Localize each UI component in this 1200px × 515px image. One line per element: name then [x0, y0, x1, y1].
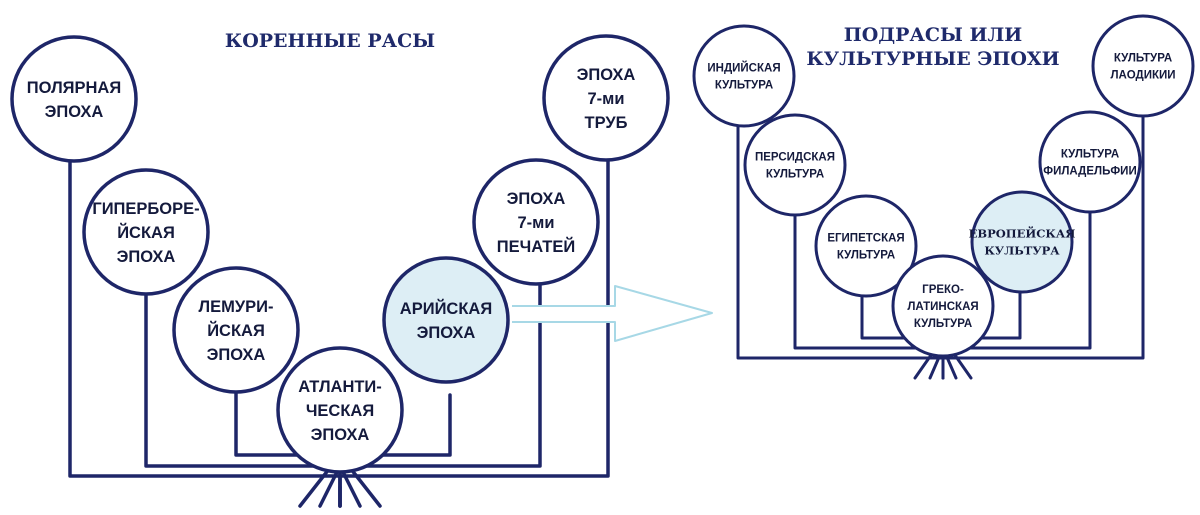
circle-aryan-epoch-label-line-1: АРИЙСКАЯ: [400, 299, 492, 318]
transition-arrow: [512, 285, 713, 342]
circle-european-culture-label-line-2: КУЛЬТУРА: [984, 244, 1060, 258]
circle-polar-epoch: ПОЛЯРНАЯ ЭПОХА: [10, 35, 138, 163]
circle-lemurian-epoch: ЛЕМУРИ- ЙСКАЯ ЭПОХА: [172, 266, 300, 394]
circle-seven-trumpets-epoch-label-line-2: 7-ми: [587, 90, 624, 108]
circle-atlantean-epoch: АТЛАНТИ- ЧЕСКАЯ ЭПОХА: [276, 346, 404, 474]
circle-european-culture-shape: [970, 190, 1074, 294]
circle-aryan-epoch: АРИЙСКАЯ ЭПОХА: [382, 256, 510, 384]
connector-feet: [298, 453, 382, 508]
circle-persian-culture: ПЕРСИДСКАЯ КУЛЬТУРА: [743, 113, 847, 217]
circle-laodicea-culture: КУЛЬТУРА ЛАОДИКИИ: [1091, 14, 1195, 118]
circle-polar-epoch-shape: [10, 35, 138, 163]
circle-philadelphia-culture: КУЛЬТУРА ФИЛАДЕЛЬФИИ: [1038, 110, 1142, 214]
circle-greco-latin-culture-label-line-3: КУЛЬТУРА: [914, 318, 972, 330]
circle-lemurian-epoch-label-line-2: ЙСКАЯ: [207, 321, 265, 340]
circle-seven-seals-epoch-label-line-1: ЭПОХА: [507, 190, 566, 208]
right-diagram-title-line-2: КУЛЬТУРНЫЕ ЭПОХИ: [806, 48, 1059, 70]
circle-indian-culture: ИНДИЙСКАЯ КУЛЬТУРА: [692, 24, 796, 128]
circle-persian-culture-label-line-1: ПЕРСИДСКАЯ: [755, 152, 835, 164]
circle-hyperborean-epoch-label-line-1: ГИПЕРБОРЕ-: [92, 200, 199, 218]
right-diagram-title-line-1: ПОДРАСЫ ИЛИ: [844, 24, 1022, 46]
circle-indian-culture-label-line-2: КУЛЬТУРА: [715, 80, 773, 92]
circle-seven-seals-epoch-label-line-3: ПЕЧАТЕЙ: [497, 237, 576, 256]
circle-greco-latin-culture: ГРЕКО- ЛАТИНСКАЯ КУЛЬТУРА: [891, 254, 995, 358]
circle-greco-latin-culture-label-line-1: ГРЕКО-: [922, 284, 964, 296]
circle-seven-trumpets-epoch-label-line-1: ЭПОХА: [577, 66, 636, 84]
circle-polar-epoch-label-line-1: ПОЛЯРНАЯ: [27, 79, 121, 97]
left-connector-lines: [68, 146, 610, 508]
circle-atlantean-epoch-shape: [276, 346, 404, 474]
circle-philadelphia-culture-shape: [1038, 110, 1142, 214]
circle-persian-culture-shape: [743, 113, 847, 217]
circle-polar-epoch-label-line-2: ЭПОХА: [45, 103, 104, 121]
right-connector-lines: [736, 108, 1145, 380]
circle-seven-trumpets-epoch-shape: [542, 34, 670, 162]
circle-seven-trumpets-epoch-label-line-3: ТРУБ: [585, 114, 628, 132]
circle-egyptian-culture-label-line-2: КУЛЬТУРА: [837, 250, 895, 262]
circle-laodicea-culture-label-line-2: ЛАОДИКИИ: [1110, 70, 1175, 82]
circle-greco-latin-culture-shape: [891, 254, 995, 358]
circle-lemurian-epoch-label-line-1: ЛЕМУРИ-: [199, 298, 274, 316]
circle-hyperborean-epoch-label-line-3: ЭПОХА: [117, 248, 176, 266]
circle-indian-culture-label-line-1: ИНДИЙСКАЯ: [707, 62, 780, 75]
circle-egyptian-culture: ЕГИПЕТСКАЯ КУЛЬТУРА: [814, 194, 918, 298]
circle-laodicea-culture-shape: [1091, 14, 1195, 118]
circle-egyptian-culture-label-line-1: ЕГИПЕТСКАЯ: [827, 233, 904, 245]
circle-persian-culture-label-line-2: КУЛЬТУРА: [766, 169, 824, 181]
circle-philadelphia-culture-label-line-2: ФИЛАДЕЛЬФИИ: [1043, 166, 1136, 178]
left-diagram-title: КОРЕННЫЕ РАСЫ: [225, 30, 435, 52]
circle-greco-latin-culture-label-line-2: ЛАТИНСКАЯ: [907, 301, 978, 313]
circle-egyptian-culture-shape: [814, 194, 918, 298]
circle-indian-culture-shape: [692, 24, 796, 128]
circle-seven-seals-epoch-label-line-2: 7-ми: [517, 214, 554, 232]
circle-european-culture-label-line-1: ЕВРОПЕЙСКАЯ: [969, 226, 1076, 241]
circle-philadelphia-culture-label-line-1: КУЛЬТУРА: [1061, 149, 1119, 161]
circle-atlantean-epoch-label-line-3: ЭПОХА: [311, 426, 370, 444]
circle-european-culture: ЕВРОПЕЙСКАЯ КУЛЬТУРА: [969, 190, 1076, 294]
circle-atlantean-epoch-label-line-1: АТЛАНТИ-: [298, 378, 382, 396]
circle-seven-seals-epoch-shape: [472, 158, 600, 286]
circle-atlantean-epoch-label-line-2: ЧЕСКАЯ: [306, 402, 374, 420]
connector-feet-right: [913, 336, 973, 380]
circle-hyperborean-epoch-shape: [82, 168, 210, 296]
left-diagram-circles: ПОЛЯРНАЯЭПОХАГИПЕРБОРЕ-ЙСКАЯЭПОХАЛЕМУРИ-…: [10, 34, 670, 474]
circle-aryan-epoch-label-line-2: ЭПОХА: [417, 324, 476, 342]
circle-lemurian-epoch-label-line-3: ЭПОХА: [207, 346, 266, 364]
circle-laodicea-culture-label-line-1: КУЛЬТУРА: [1114, 53, 1172, 65]
circle-hyperborean-epoch-label-line-2: ЙСКАЯ: [117, 223, 175, 242]
circle-aryan-epoch-shape: [382, 256, 510, 384]
right-diagram-circles: ИНДИЙСКАЯКУЛЬТУРАПЕРСИДСКАЯКУЛЬТУРАЕГИПЕ…: [692, 14, 1195, 358]
circle-lemurian-epoch-shape: [172, 266, 300, 394]
circle-hyperborean-epoch: ГИПЕРБОРЕ- ЙСКАЯ ЭПОХА: [82, 168, 210, 296]
